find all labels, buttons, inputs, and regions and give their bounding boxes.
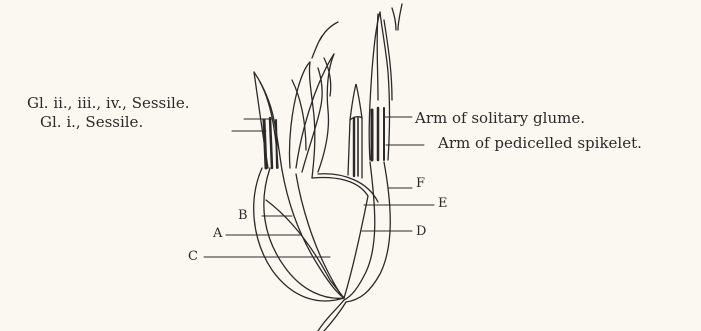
label-f: F <box>416 176 425 192</box>
central-glumes <box>289 22 338 178</box>
label-gl-i-sessile: Gl. i., Sessile. <box>40 114 143 130</box>
label-d: D <box>416 224 426 240</box>
label-e: E <box>438 196 448 212</box>
label-gl-ii-iv-sessile: Gl. ii., iii., iv., Sessile. <box>27 95 190 111</box>
sessile-glumes <box>254 72 282 170</box>
label-c: C <box>188 249 198 265</box>
pedicelled-spikelet <box>369 4 402 160</box>
label-a: A <box>213 226 222 242</box>
arms <box>254 162 391 331</box>
label-arm-solitary-glume: Arm of solitary glume. <box>415 110 585 126</box>
label-b: B <box>238 208 248 224</box>
leader-lines <box>204 117 434 257</box>
label-arm-pedicelled-spikelet: Arm of pedicelled spikelet. <box>438 135 642 151</box>
solitary-glume <box>348 84 362 178</box>
